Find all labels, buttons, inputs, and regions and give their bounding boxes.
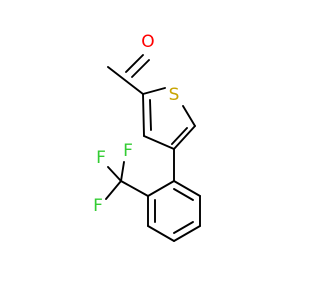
bond-ph-cf3 [120,180,149,197]
bond-carbonyl-1 [125,54,144,73]
atom-fluorine-top-right-label: F [123,141,133,161]
bond-c5-c4-inner [171,127,188,145]
bond-ph-4-5 [173,225,201,242]
bond-c2-s [142,87,166,95]
bond-ph-6-1 [173,180,201,197]
bond-ph-3-4 [147,225,175,242]
bond-c3-c2 [142,93,145,137]
atom-oxygen-label: O [141,32,154,52]
bond-c4-c3 [143,135,175,150]
bond-cf3-f-bottom [105,180,122,200]
bond-ph-1-2 [147,180,175,197]
atom-fluorine-top-left-label: F [96,148,106,168]
bond-cf3-f-top-left [107,166,122,182]
molecule-structure: O S F F F [93,32,201,242]
bond-ph-4-5-inner [173,221,194,234]
bond-c3-c2-inner [149,99,152,131]
bond-ph-6-1-inner [173,188,194,201]
bond-cho-ring [107,66,144,95]
atom-sulfur-label: S [169,85,180,105]
bond-cf3-f-top-right [120,161,125,182]
atom-fluorine-bottom-label: F [93,196,103,216]
bond-c5-c4 [173,125,196,150]
molecule-canvas: O S F F F [93,32,201,242]
bond-s-c5 [182,105,196,127]
bond-carbonyl-2 [131,59,150,78]
